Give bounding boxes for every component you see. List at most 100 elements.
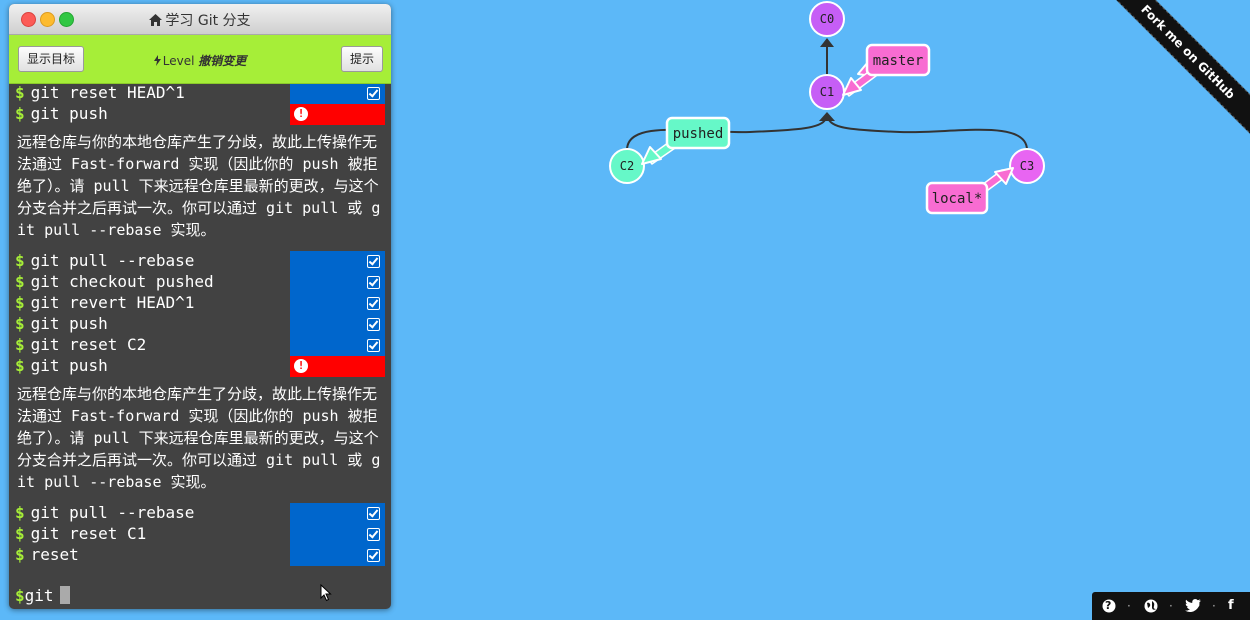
edge-c2-c1 (626, 119, 826, 151)
facebook-icon[interactable]: f (1228, 598, 1234, 613)
checkbox-check-icon (367, 87, 380, 100)
footer-links: ? · · · f (1092, 592, 1250, 620)
command-text: git reset C2 (30, 335, 147, 354)
prompt-symbol: $ (15, 293, 25, 312)
checkbox-check-icon (367, 528, 380, 541)
branch-arrow (842, 77, 862, 96)
prompt-symbol: $ (15, 104, 25, 123)
command-text: git push (30, 104, 108, 123)
commit-node[interactable]: C1 (809, 74, 845, 110)
command-text: git checkout pushed (30, 272, 214, 291)
command-status-ok (290, 272, 385, 293)
level-info: Level 撤销变更 (9, 52, 391, 69)
separator-dot: · (1127, 599, 1131, 613)
show-goal-button[interactable]: 显示目标 (18, 46, 85, 72)
log-command-row: $ git revert HEAD^1 (15, 293, 385, 314)
command-text: reset (30, 545, 79, 564)
prompt-symbol: $ (15, 84, 25, 102)
window-title: 学习 Git 分支 (9, 10, 391, 30)
close-window-button[interactable] (21, 12, 36, 27)
level-name: 撤销变更 (198, 54, 247, 68)
command-status-ok (290, 545, 385, 566)
command-text: git revert HEAD^1 (30, 293, 195, 312)
command-text: git reset HEAD^1 (30, 84, 185, 102)
log-command-row: $ git push ! (15, 356, 385, 377)
command-status-ok (290, 335, 385, 356)
exclamation-circle-icon: ! (294, 107, 308, 121)
prompt-symbol: $ (15, 545, 25, 564)
branch-box (865, 43, 931, 77)
branch-box (925, 181, 989, 215)
checkbox-check-icon (367, 276, 380, 289)
separator-dot: · (1169, 599, 1173, 613)
command-input-text: git (24, 586, 54, 605)
command-status-error: ! (290, 356, 385, 377)
command-log[interactable]: $git reset HEAD^1 $git push ! 远程仓库与你的本地仓… (9, 84, 391, 582)
command-text: git pull --rebase (30, 251, 195, 270)
commit-node[interactable]: C0 (809, 1, 845, 37)
log-command-row: $git reset C2 (15, 335, 385, 356)
window-title-text: 学习 Git 分支 (165, 13, 251, 29)
twitter-icon[interactable] (1185, 592, 1201, 620)
commit-id: C1 (820, 85, 834, 99)
checkbox-check-icon (367, 318, 380, 331)
minimize-window-button[interactable] (40, 12, 55, 27)
checkbox-check-icon (367, 297, 380, 310)
branch-box (665, 116, 731, 150)
commit-id: C0 (820, 12, 834, 26)
log-command-row: $git push (15, 314, 385, 335)
command-status-ok (290, 314, 385, 335)
prompt-symbol: $ (15, 356, 25, 375)
command-status-error: ! (290, 104, 385, 125)
branch-arrow (994, 167, 1014, 185)
log-command-row: $ git pull --rebase (15, 503, 385, 524)
help-icon[interactable] (1102, 592, 1116, 620)
error-message: 远程仓库与你的本地仓库产生了分歧，故此上传操作无法通过 Fast-forward… (17, 385, 381, 491)
prompt-symbol: $ (15, 251, 25, 270)
globe-icon[interactable] (1144, 592, 1158, 620)
command-text: git pull --rebase (30, 503, 195, 522)
command-text: git push (30, 314, 108, 333)
text-cursor (59, 586, 70, 604)
command-status-ok (290, 293, 385, 314)
maximize-window-button[interactable] (59, 12, 74, 27)
branch-label-local[interactable]: local* (925, 167, 1014, 215)
prompt-symbol: $ (15, 272, 25, 291)
edge-arrowhead (820, 38, 834, 47)
branch-name: local* (932, 191, 983, 207)
checkbox-check-icon (367, 339, 380, 352)
log-command-row: $ git push ! (15, 104, 385, 125)
log-command-row: $ git reset HEAD^1 (15, 84, 385, 104)
command-text: git push (30, 356, 108, 375)
exclamation-circle-icon: ! (294, 359, 308, 373)
command-text: git reset C1 (30, 524, 147, 543)
branch-name: pushed (673, 126, 724, 142)
prompt-symbol: $ (15, 524, 25, 543)
commit-node[interactable]: C3 (1009, 148, 1045, 184)
input-prompt-symbol: $ (15, 586, 25, 605)
checkbox-check-icon (367, 507, 380, 520)
branch-label-pushed[interactable]: pushed (641, 116, 731, 166)
commit-circle (609, 148, 645, 184)
edge-c3-c1 (828, 119, 1028, 151)
branch-arrow (641, 146, 662, 165)
prompt-symbol: $ (15, 503, 25, 522)
bolt-icon (153, 55, 161, 66)
commit-id: C3 (1020, 159, 1034, 173)
command-input[interactable]: $git (15, 586, 70, 606)
mouse-pointer-icon (320, 584, 332, 602)
hint-button[interactable]: 提示 (340, 46, 383, 72)
branch-label-master[interactable]: master (842, 43, 931, 98)
commit-node[interactable]: C2 (609, 148, 645, 184)
commit-circle (809, 1, 845, 37)
checkbox-check-icon (367, 549, 380, 562)
help-glyph: ? (1105, 599, 1112, 612)
error-message: 远程仓库与你的本地仓库产生了分歧，故此上传操作无法通过 Fast-forward… (17, 133, 381, 239)
home-icon (149, 14, 163, 26)
command-status-ok (290, 84, 385, 104)
log-command-row: $ reset (15, 545, 385, 566)
branch-name: master (873, 53, 924, 69)
level-toolbar: 显示目标 Level 撤销变更 提示 (9, 35, 391, 84)
level-prefix: Level (162, 54, 195, 68)
